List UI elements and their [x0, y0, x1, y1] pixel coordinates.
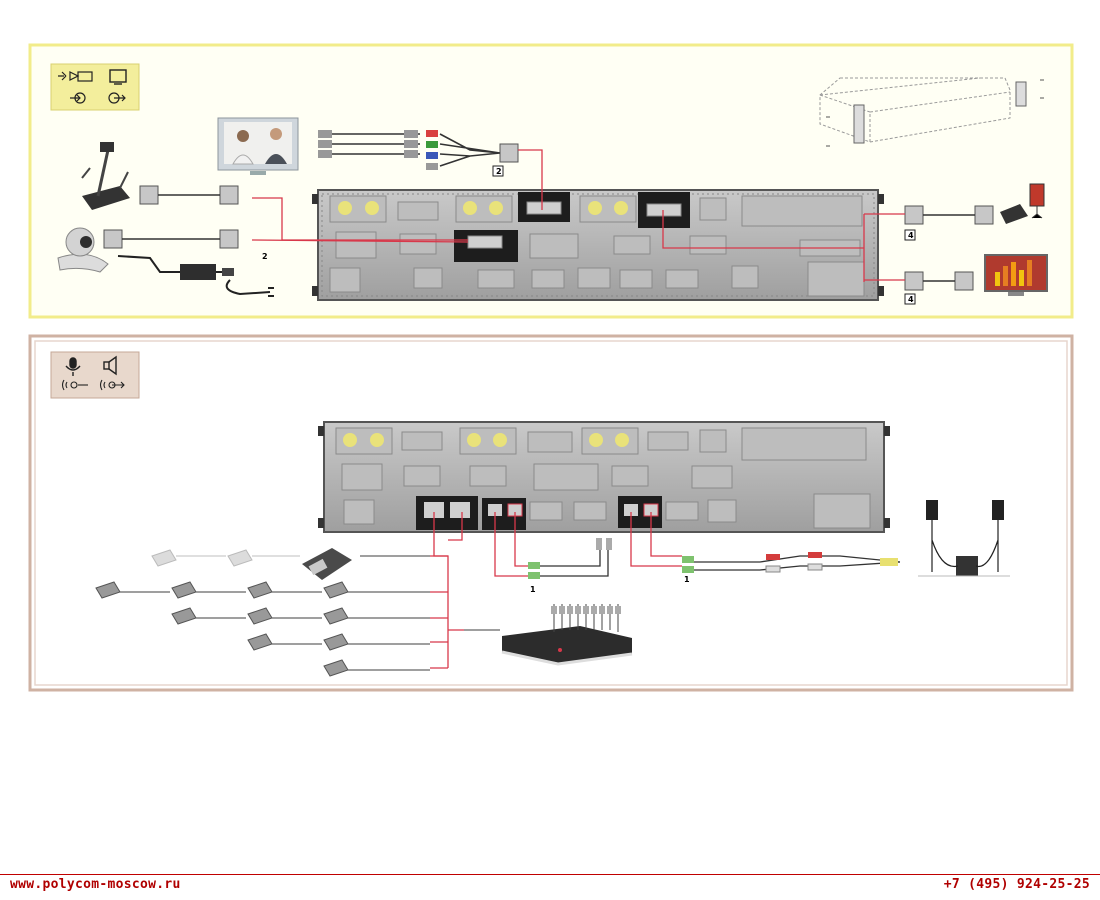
microphone-icon — [65, 357, 81, 376]
speakers — [918, 500, 1010, 577]
output-4a-label: 4 — [908, 231, 914, 240]
monitor-icon — [109, 69, 127, 85]
video-panel: 2 2 4 4 — [28, 43, 1074, 319]
conference-phone — [302, 548, 352, 580]
line-in-label: 1 — [530, 585, 536, 594]
connector-plugs — [103, 143, 994, 291]
connection-diagram: 2 2 4 4 — [28, 43, 1074, 692]
projector — [1000, 183, 1045, 224]
footer-website-link[interactable]: www.polycom-moscow.ru — [10, 877, 181, 892]
input-arrow-icon — [70, 92, 86, 104]
ceiling-microphones-faded — [151, 549, 253, 567]
output-4b-label: 4 — [908, 295, 914, 304]
codec-chassis-rear — [312, 189, 884, 301]
audio-panel: 1 1 — [28, 334, 1074, 692]
footer-divider — [0, 874, 1100, 875]
audio-out-icon — [99, 379, 125, 391]
audio-plugs — [528, 538, 898, 579]
line-out-label: 1 — [684, 575, 690, 584]
audio-legend — [50, 351, 140, 399]
input-2-label: 2 — [262, 252, 268, 261]
power-supply — [117, 255, 274, 297]
secondary-display — [984, 254, 1048, 296]
main-display — [217, 117, 299, 175]
output-2-label: 2 — [496, 167, 502, 176]
camera-input-icon — [58, 71, 93, 82]
output-arrow-icon — [108, 92, 126, 104]
speaker-icon — [103, 355, 117, 376]
footer-phone: +7 (495) 924-25-25 — [943, 877, 1090, 892]
rack-mount-kit — [819, 77, 1044, 147]
video-red-links — [251, 149, 905, 282]
ptz-camera — [57, 227, 109, 273]
video-port-badges: 2 2 4 4 — [262, 165, 916, 305]
document-camera — [81, 142, 130, 210]
audio-red-links — [430, 512, 682, 669]
component-plugs — [318, 130, 438, 170]
audio-in-icon — [61, 379, 88, 391]
video-legend — [50, 63, 140, 111]
mic-cables — [120, 555, 500, 671]
codec-chassis-rear-audio — [318, 421, 890, 533]
video-cables — [122, 133, 975, 282]
audio-line-cables — [540, 548, 901, 577]
audio-expansion-unit — [501, 604, 633, 666]
audio-port-badges: 1 1 — [530, 575, 690, 594]
